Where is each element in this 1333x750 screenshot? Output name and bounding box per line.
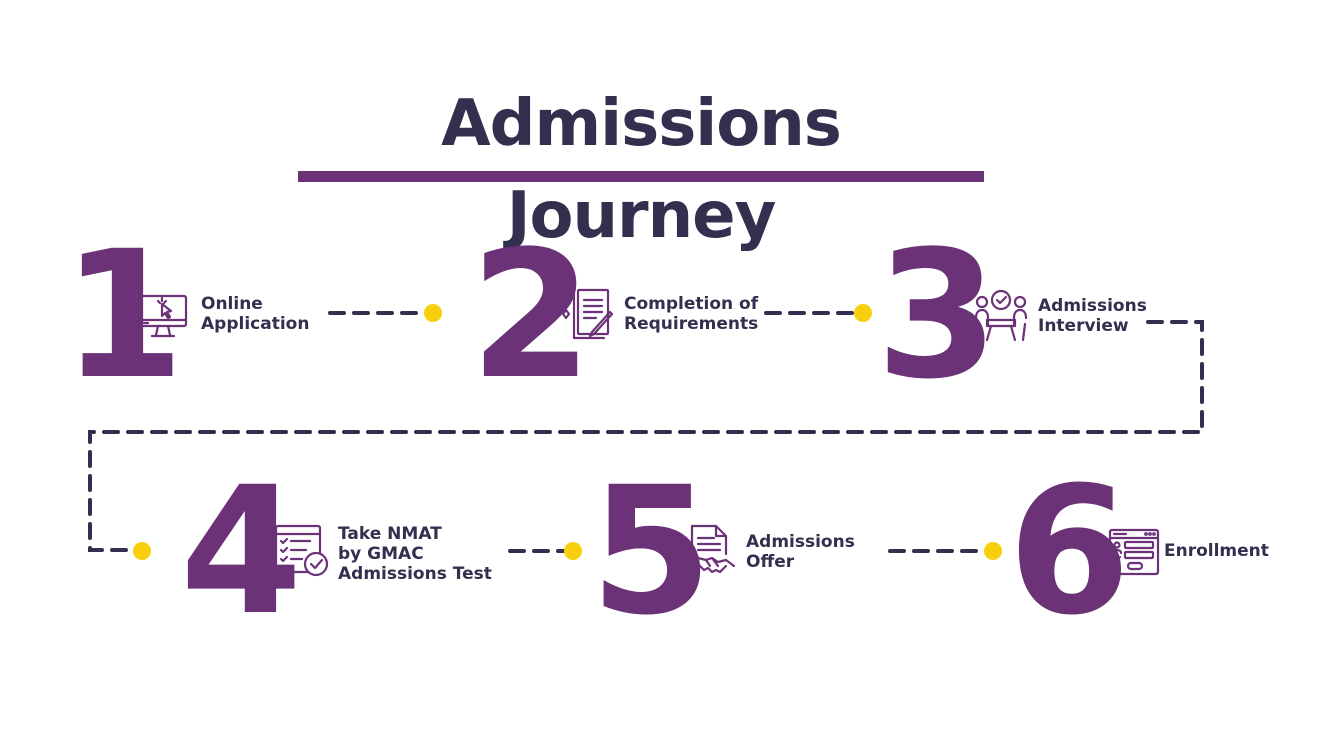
step-5-label: Admissions Offer	[746, 532, 855, 572]
step-6-number: 6	[1008, 449, 1130, 654]
connector-3-4	[88, 320, 1204, 552]
handshake-contract-icon	[688, 524, 736, 574]
step-4-label: Take NMAT by GMAC Admissions Test	[338, 524, 492, 584]
page-title: Admissions Journey	[441, 87, 842, 253]
step-2-number: 2	[470, 213, 592, 418]
step-1-number: 1	[62, 213, 184, 418]
connector-dot-2	[854, 304, 872, 322]
document-pen-icon	[561, 288, 614, 340]
enrollment-form-icon	[1108, 528, 1160, 576]
step-3-number: 3	[876, 213, 998, 418]
connector-dot-4	[564, 542, 582, 560]
test-checklist-icon	[274, 524, 329, 577]
connector-dot-3	[133, 542, 151, 560]
step-2-label: Completion of Requirements	[624, 294, 759, 334]
computer-cursor-icon	[138, 294, 188, 338]
interview-icon	[974, 289, 1028, 342]
title-underline	[298, 171, 984, 182]
step-1-label: Online Application	[201, 294, 310, 334]
step-3-label: Admissions Interview	[1038, 296, 1147, 336]
connector-dot-1	[424, 304, 442, 322]
connector-dot-5	[984, 542, 1002, 560]
step-6-label: Enrollment	[1164, 541, 1269, 561]
